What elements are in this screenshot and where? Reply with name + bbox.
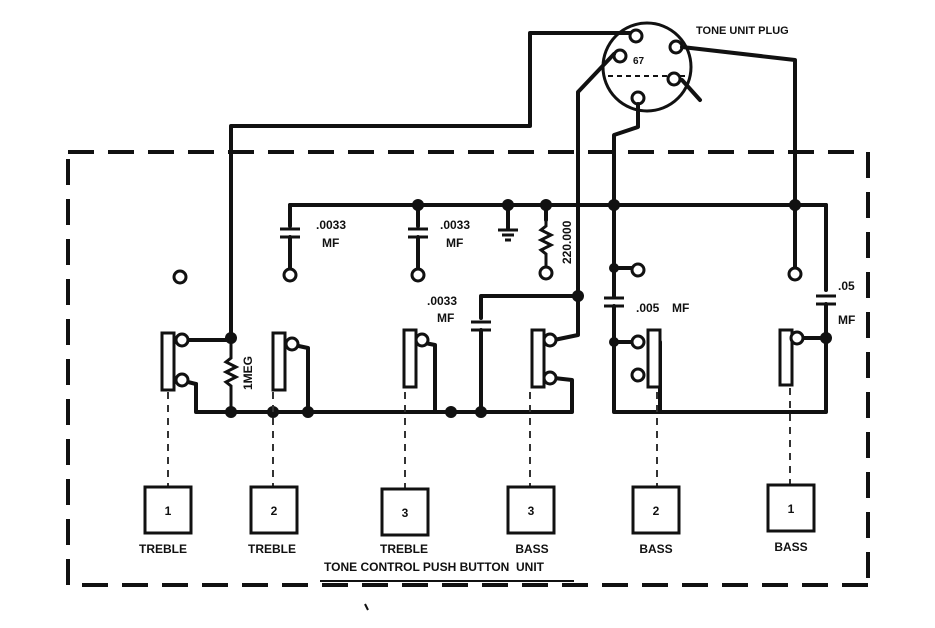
capacitor-2: .0033 MF [408, 218, 470, 283]
button-label: BASS [774, 540, 807, 554]
res1-value: 220.000 [560, 220, 574, 264]
button-number: 1 [788, 502, 795, 516]
res2-value: 1MEG [241, 356, 255, 390]
button-leaders [167, 388, 791, 489]
switch-bass-2 [630, 328, 662, 389]
cap5-unit: MF [838, 313, 855, 327]
stray-terminal [172, 269, 188, 285]
button-number: 1 [165, 504, 172, 518]
plug-number: 67 [633, 56, 645, 67]
push-button-bass-3[interactable]: 3 BASS [506, 485, 556, 556]
resistor-1meg: 1MEG [222, 332, 255, 412]
plug-title: TONE UNIT PLUG [696, 25, 789, 37]
cap3-unit: MF [437, 311, 454, 325]
plug-wires [229, 31, 797, 337]
push-button-treble-2[interactable]: 2 TREBLE [248, 485, 299, 556]
capacitor-5: .05 MF [787, 266, 855, 344]
switch-treble-2 [271, 331, 300, 392]
button-label: TREBLE [380, 542, 428, 556]
top-bus [288, 199, 828, 292]
cap4-value: .005 [636, 301, 660, 315]
cap1-value: .0033 [316, 218, 346, 232]
cap2-value: .0033 [440, 218, 470, 232]
ground-symbol [498, 228, 518, 242]
button-label: TREBLE [139, 542, 187, 556]
push-button-bass-1[interactable]: 1 BASS [766, 483, 816, 554]
button-label: BASS [639, 542, 672, 556]
push-button-unit-enclosure [66, 150, 870, 587]
button-number: 2 [653, 504, 660, 518]
bass3-wire [552, 294, 580, 342]
unit-title: TONE CONTROL PUSH BUTTON UNIT [320, 560, 574, 611]
resistor-220000: 220.000 [537, 220, 574, 281]
unit-title-text: TONE CONTROL PUSH BUTTON UNIT [324, 560, 545, 574]
button-number: 3 [402, 506, 409, 520]
capacitor-1: .0033 MF [280, 218, 346, 283]
push-button-treble-1[interactable]: 1 TREBLE [139, 485, 193, 556]
button-label: TREBLE [248, 542, 296, 556]
cap3-value: .0033 [427, 294, 457, 308]
button-number: 2 [271, 504, 278, 518]
button-label: BASS [515, 542, 548, 556]
button-number: 3 [528, 504, 535, 518]
switch-treble-1 [160, 331, 190, 392]
cap5-value: .05 [838, 279, 855, 293]
bottom-bus [194, 336, 828, 418]
cap1-unit: MF [322, 236, 339, 250]
cap2-unit: MF [446, 236, 463, 250]
cap3-branch: .0033 MF [427, 290, 584, 415]
push-button-treble-3[interactable]: 3 TREBLE [380, 487, 430, 556]
switch-bass-1 [778, 328, 805, 387]
switch-treble-3 [402, 328, 430, 389]
switch-bass-3 [530, 328, 558, 389]
cap4-unit: MF [672, 301, 689, 315]
tone-unit-plug: 67 TONE UNIT PLUG [601, 21, 789, 113]
push-button-bass-2[interactable]: 2 BASS [631, 485, 681, 556]
